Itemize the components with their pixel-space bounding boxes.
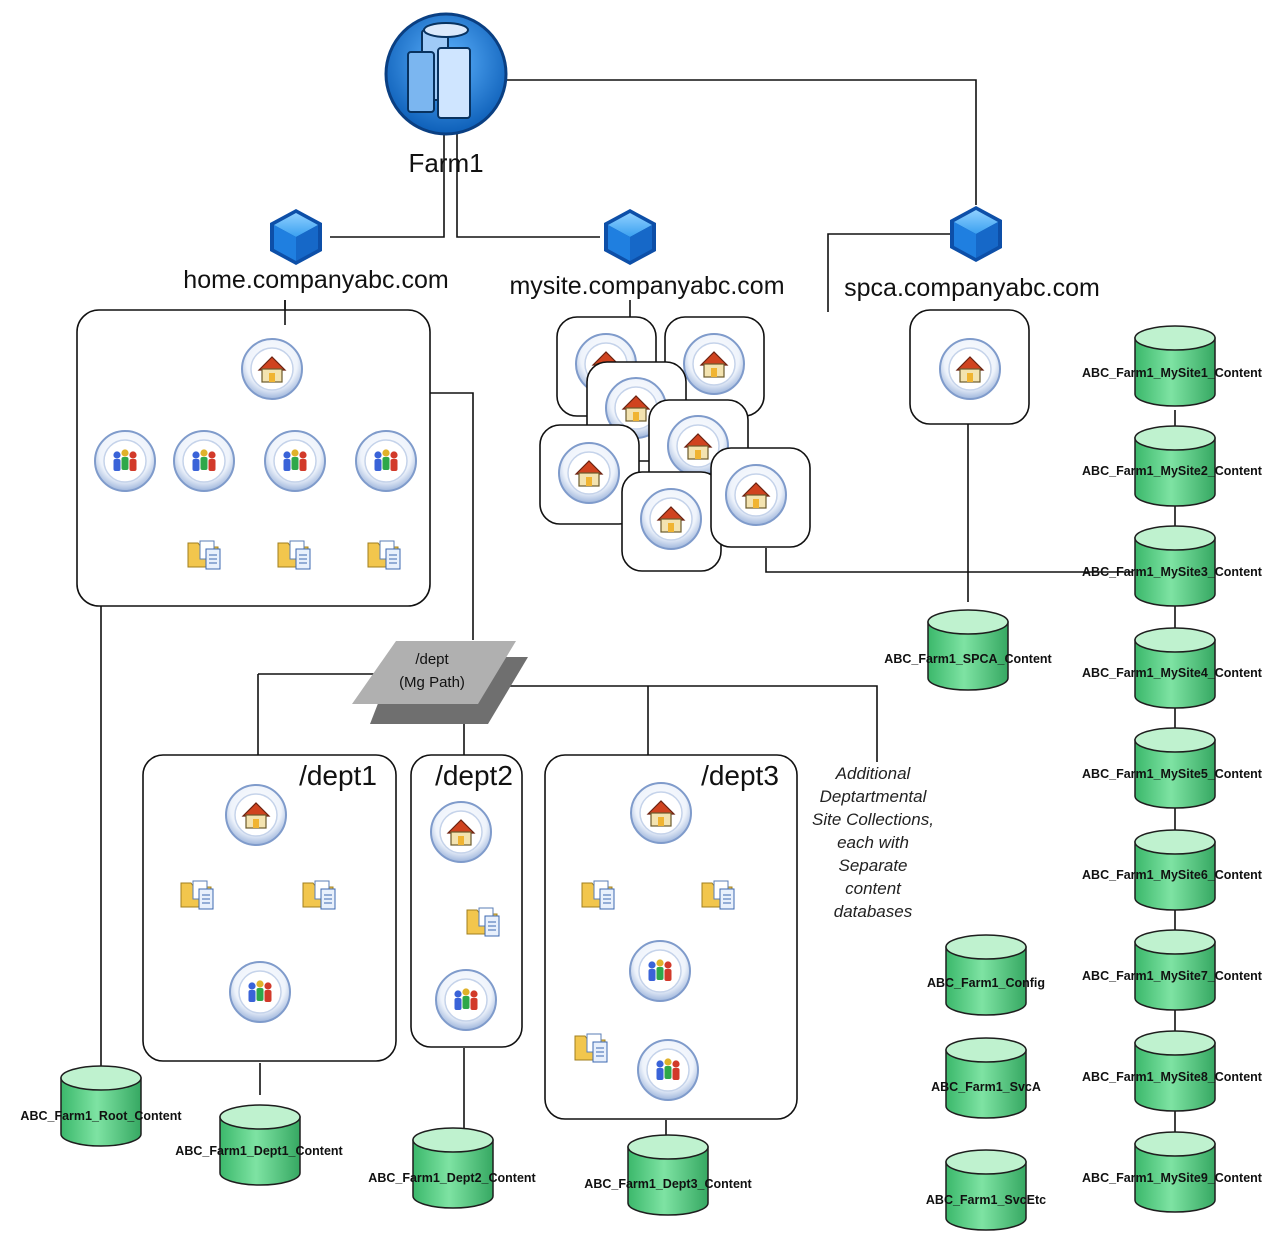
people-group-icon — [94, 430, 156, 492]
db-label: ABC_Farm1_SvcA — [931, 1080, 1041, 1094]
web-app-label-home: home.companyabc.com — [183, 266, 448, 294]
people-group-icon — [355, 430, 417, 492]
db-label: ABC_Farm1_Dept3_Content — [584, 1177, 752, 1191]
db-dept2: ABC_Farm1_Dept2_Content — [368, 1127, 537, 1209]
farm-label: Farm1 — [408, 148, 483, 178]
dept1-site-collection: /dept1 — [142, 754, 397, 1062]
web-app-cube-icon-mysite — [604, 209, 656, 265]
db-mysite-6: ABC_Farm1_MySite6_Content — [1082, 829, 1263, 911]
database-cylinder-icon — [927, 609, 1009, 691]
db-label: ABC_Farm1_MySite2_Content — [1082, 464, 1263, 478]
db-label: ABC_Farm1_MySite5_Content — [1082, 767, 1263, 781]
site-home-icon — [558, 442, 620, 504]
web-app-cube-icon-home — [270, 209, 322, 265]
server-stack-icon — [407, 22, 471, 119]
site-home-icon — [725, 464, 787, 526]
db-svca: ABC_Farm1_SvcA — [931, 1037, 1041, 1119]
site-home-icon — [225, 784, 287, 846]
db-label: ABC_Farm1_Root_Content — [20, 1109, 182, 1123]
db-label: ABC_Farm1_MySite3_Content — [1082, 565, 1263, 579]
people-group-icon — [264, 430, 326, 492]
db-label: ABC_Farm1_MySite8_Content — [1082, 1070, 1263, 1084]
db-label: ABC_Farm1_MySite4_Content — [1082, 666, 1263, 680]
mysite-cluster — [539, 316, 811, 572]
note-line: Separate — [839, 856, 908, 875]
db-label: ABC_Farm1_Config — [927, 976, 1045, 990]
note-line: Additional — [835, 764, 912, 783]
managed-path: /dept (Mg Path) — [352, 641, 528, 724]
home-root-site-collection — [76, 300, 431, 607]
db-mysite-4: ABC_Farm1_MySite4_Content — [1082, 627, 1263, 709]
note-line: Deptartmental — [820, 787, 928, 806]
people-group-icon — [637, 1039, 699, 1101]
web-app-label-spca: spca.companyabc.com — [844, 274, 1100, 302]
db-spca: ABC_Farm1_SPCA_Content — [884, 609, 1053, 691]
database-cylinder-icon — [945, 1149, 1027, 1231]
dept2-label: /dept2 — [435, 760, 513, 791]
note-line: Site Collections, — [812, 810, 934, 829]
db-config: ABC_Farm1_Config — [927, 934, 1045, 1016]
people-group-icon — [173, 430, 235, 492]
people-group-icon — [435, 969, 497, 1031]
db-mysite-3: ABC_Farm1_MySite3_Content — [1082, 525, 1263, 607]
db-label: ABC_Farm1_SPCA_Content — [884, 652, 1052, 666]
db-mysite-2: ABC_Farm1_MySite2_Content — [1082, 425, 1263, 507]
people-group-icon — [229, 961, 291, 1023]
note-line: databases — [834, 902, 913, 921]
site-home-icon — [630, 782, 692, 844]
db-label: ABC_Farm1_MySite6_Content — [1082, 868, 1263, 882]
database-cylinder-icon — [627, 1134, 709, 1216]
db-dept1: ABC_Farm1_Dept1_Content — [175, 1104, 344, 1186]
database-cylinder-icon — [60, 1065, 142, 1147]
managed-path-label-1: /dept — [415, 651, 449, 668]
dept2-site-collection: /dept2 — [410, 754, 523, 1048]
db-root: ABC_Farm1_Root_Content — [20, 1065, 182, 1147]
site-home-icon — [640, 488, 702, 550]
db-label: ABC_Farm1_Dept2_Content — [368, 1171, 536, 1185]
database-cylinder-icon — [945, 934, 1027, 1016]
db-mysite-1: ABC_Farm1_MySite1_Content — [1082, 325, 1263, 407]
db-svcetc: ABC_Farm1_SvcEtc — [926, 1149, 1046, 1231]
dept3-site-collection: /dept3 — [544, 754, 798, 1120]
site-home-icon — [430, 801, 492, 863]
farm-node: Farm1 — [384, 12, 508, 178]
db-label: ABC_Farm1_MySite1_Content — [1082, 366, 1263, 380]
db-label: ABC_Farm1_SvcEtc — [926, 1193, 1046, 1207]
db-mysite-5: ABC_Farm1_MySite5_Content — [1082, 727, 1263, 809]
dept3-label: /dept3 — [701, 760, 779, 791]
people-group-icon — [629, 940, 691, 1002]
db-label: ABC_Farm1_MySite7_Content — [1082, 969, 1263, 983]
database-cylinder-icon — [412, 1127, 494, 1209]
spca-site-collection — [909, 309, 1030, 425]
site-home-icon — [939, 338, 1001, 400]
note-line: each with — [837, 833, 909, 852]
db-mysite-7: ABC_Farm1_MySite7_Content — [1082, 929, 1263, 1011]
web-app-cube-icon-spca — [950, 206, 1002, 262]
dept1-label: /dept1 — [299, 760, 377, 791]
site-home-icon — [683, 333, 745, 395]
web-app-label-mysite: mysite.companyabc.com — [509, 272, 784, 300]
db-label: ABC_Farm1_MySite9_Content — [1082, 1171, 1263, 1185]
note-text: Additional Deptartmental Site Collection… — [812, 764, 934, 921]
db-dept3: ABC_Farm1_Dept3_Content — [584, 1134, 753, 1216]
note-line: content — [845, 879, 902, 898]
database-cylinder-icon — [945, 1037, 1027, 1119]
db-mysite-8: ABC_Farm1_MySite8_Content — [1082, 1030, 1263, 1112]
managed-path-label-2: (Mg Path) — [399, 674, 465, 691]
db-mysite-9: ABC_Farm1_MySite9_Content — [1082, 1131, 1263, 1213]
site-home-icon — [241, 338, 303, 400]
db-label: ABC_Farm1_Dept1_Content — [175, 1144, 343, 1158]
